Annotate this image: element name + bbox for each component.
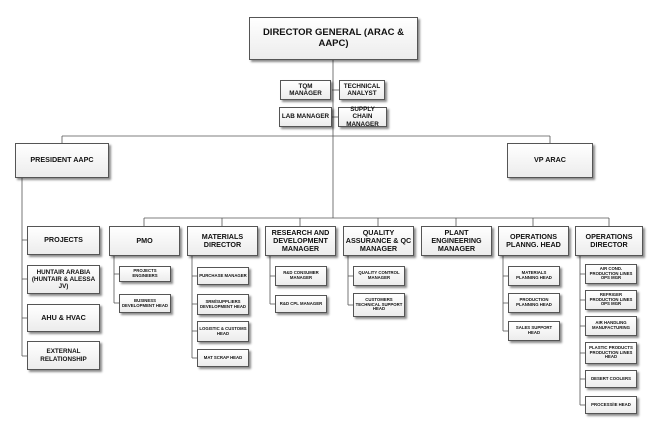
external-relationship-label: EXTERNAL RELATIONSHIP (40, 348, 87, 363)
sub-air-handling-manufacturing: AIR HANDLING MANUFACTURING (585, 316, 637, 336)
tqm-manager-box: TQM MANAGER (280, 80, 331, 100)
dept-plant-engineering-title: PLANT ENGINEERING MANAGER (431, 227, 482, 254)
sub-label: R&D CPL MANAGER (279, 300, 323, 306)
sub-label: PROJECTS ENGINEERS (132, 268, 158, 278)
sub-production-planning-head: PRODUCTION PLANNING HEAD (508, 293, 560, 313)
sub-business-development-head: BUSINESS DEVELOPMENT HEAD (119, 294, 171, 313)
director-general-label: DIRECTOR GENERAL (ARAC & AAPC) (262, 26, 405, 49)
sub-logistic-customs-head: LOGISTIC & CUSTOMS HEAD (197, 321, 249, 342)
sub-label: DESERT COOLERS (591, 375, 631, 381)
huntair-arabia-box: HUNTAIR ARABIA (HUNTAIR & ALESSA JV) (27, 265, 100, 294)
dept-operations-planning-box: OPERATIONS PLANNG. HEAD (498, 226, 569, 256)
sub-plastic-products-head: PLASTIC PRODUCTS PRODUCTION LINES HEAD (585, 342, 637, 364)
dept-pmo-title: PMO (136, 235, 153, 245)
sub-projects-engineers: PROJECTS ENGINEERS (119, 266, 171, 282)
sub-label: QUALITY CONTROL MANAGER (358, 270, 400, 280)
projects-box: PROJECTS (27, 226, 100, 255)
sub-sales-support-head: SALES SUPPORT HEAD (508, 321, 560, 341)
sub-refriger-ops-mgr: REFRIGER PRODUCTION LINES OPS MGR (585, 290, 637, 310)
dept-materials-box: MATERIALS DIRECTOR (187, 226, 258, 256)
vp-arac-label: VP ARAC (534, 155, 566, 165)
dept-operations-director-title: OPERATIONS DIRECTOR (585, 231, 633, 249)
sub-rnd-cpl-manager: R&D CPL MANAGER (275, 295, 327, 313)
dept-materials-title: MATERIALS DIRECTOR (201, 231, 244, 249)
sub-air-cond-ops-mgr: AIR COND. PRODUCTION LINES OPS MGR (585, 264, 637, 284)
sub-label: PURCHASE MANAGER (199, 272, 247, 278)
director-general-box: DIRECTOR GENERAL (ARAC & AAPC) (249, 17, 418, 60)
external-relationship-box: EXTERNAL RELATIONSHIP (27, 341, 100, 370)
sub-srm-suppliers-head: SRM/SUPPLIERS DEVELOPMENT HEAD (197, 294, 249, 315)
sub-customers-technical-support-head: CUSTOMERS TECHNICAL SUPPORT HEAD (353, 293, 405, 317)
sub-label: MAT SCRAP HEAD (203, 354, 243, 360)
sub-label: REFRIGER PRODUCTION LINES OPS MGR (589, 291, 633, 307)
dept-plant-engineering-box: PLANT ENGINEERING MANAGER (421, 226, 492, 256)
sub-label: LOGISTIC & CUSTOMS HEAD (199, 325, 247, 336)
sub-quality-control-manager: QUALITY CONTROL MANAGER (353, 266, 405, 286)
projects-label: PROJECTS (44, 235, 83, 245)
sub-mat-scrap-head: MAT SCRAP HEAD (197, 349, 249, 367)
sub-label: SALES SUPPORT HEAD (515, 325, 553, 335)
technical-analyst-box: TECHNICAL ANALYST (339, 80, 385, 100)
dept-quality-box: QUALITY ASSURANCE & QC MANAGER (343, 226, 414, 256)
vp-arac-box: VP ARAC (507, 143, 593, 178)
president-aapc-label: PRESIDENT AAPC (30, 155, 94, 165)
sub-label: PROCESS/IE HEAD (591, 401, 631, 407)
sub-materials-planning-head: MATERIALS PLANNING HEAD (508, 266, 560, 286)
sub-label: SRM/SUPPLIERS DEVELOPMENT HEAD (199, 298, 247, 309)
sub-label: PRODUCTION PLANNING HEAD (516, 297, 552, 307)
sub-label: AIR HANDLING MANUFACTURING (592, 320, 630, 330)
dept-rnd-title: RESEARCH AND DEVELOPMENT MANAGER (271, 227, 330, 254)
lab-manager-box: LAB MANAGER (279, 107, 332, 127)
sub-label: AIR COND. PRODUCTION LINES OPS MGR (589, 265, 633, 281)
dept-operations-director-box: OPERATIONS DIRECTOR (575, 226, 643, 256)
sub-rnd-consumer-manager: R&D CONSUMER MANAGER (275, 266, 327, 286)
sub-desert-coolers: DESERT COOLERS (585, 370, 637, 388)
sub-label: PLASTIC PRODUCTS PRODUCTION LINES HEAD (589, 344, 633, 360)
sub-label: MATERIALS PLANNING HEAD (516, 270, 552, 280)
dept-rnd-box: RESEARCH AND DEVELOPMENT MANAGER (265, 226, 336, 256)
tqm-manager-label: TQM MANAGER (289, 82, 322, 97)
sub-label: R&D CONSUMER MANAGER (283, 270, 319, 280)
lab-manager-label: LAB MANAGER (281, 113, 330, 121)
sub-process-ie-head: PROCESS/IE HEAD (585, 396, 637, 414)
dept-operations-planning-title: OPERATIONS PLANNG. HEAD (506, 231, 561, 249)
dept-pmo-box: PMO (109, 226, 180, 256)
sub-label: BUSINESS DEVELOPMENT HEAD (121, 297, 169, 308)
president-aapc-box: PRESIDENT AAPC (15, 143, 109, 178)
sub-purchase-manager: PURCHASE MANAGER (197, 267, 249, 285)
technical-analyst-label: TECHNICAL ANALYST (343, 82, 381, 97)
huntair-arabia-label: HUNTAIR ARABIA (HUNTAIR & ALESSA JV) (31, 268, 96, 291)
supply-chain-manager-label: SUPPLY CHAIN MANAGER (346, 106, 379, 128)
ahu-hvac-label: AHU & HVAC (41, 312, 86, 322)
supply-chain-manager-box: SUPPLY CHAIN MANAGER (338, 106, 387, 128)
ahu-hvac-box: AHU & HVAC (27, 304, 100, 332)
dept-quality-title: QUALITY ASSURANCE & QC MANAGER (345, 227, 412, 254)
sub-label: CUSTOMERS TECHNICAL SUPPORT HEAD (355, 296, 403, 312)
